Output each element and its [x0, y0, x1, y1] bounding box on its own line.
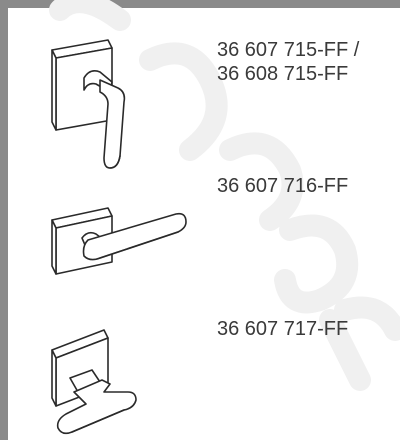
product-code-line: 36 607 717-FF [217, 318, 349, 340]
product-code-line: 36 607 715-FF / [217, 39, 360, 61]
product-code-line: 36 608 715-FF [217, 63, 349, 85]
product-code-2: 36 607 716-FF [217, 174, 348, 198]
product-code-3: 36 607 717-FF [217, 317, 348, 341]
product-code-1: 36 607 715-FF / 36 608 715-FF [217, 38, 359, 86]
frame-top-border [0, 0, 400, 8]
frame-left-border [0, 0, 8, 440]
product-code-line: 36 607 716-FF [217, 175, 349, 197]
